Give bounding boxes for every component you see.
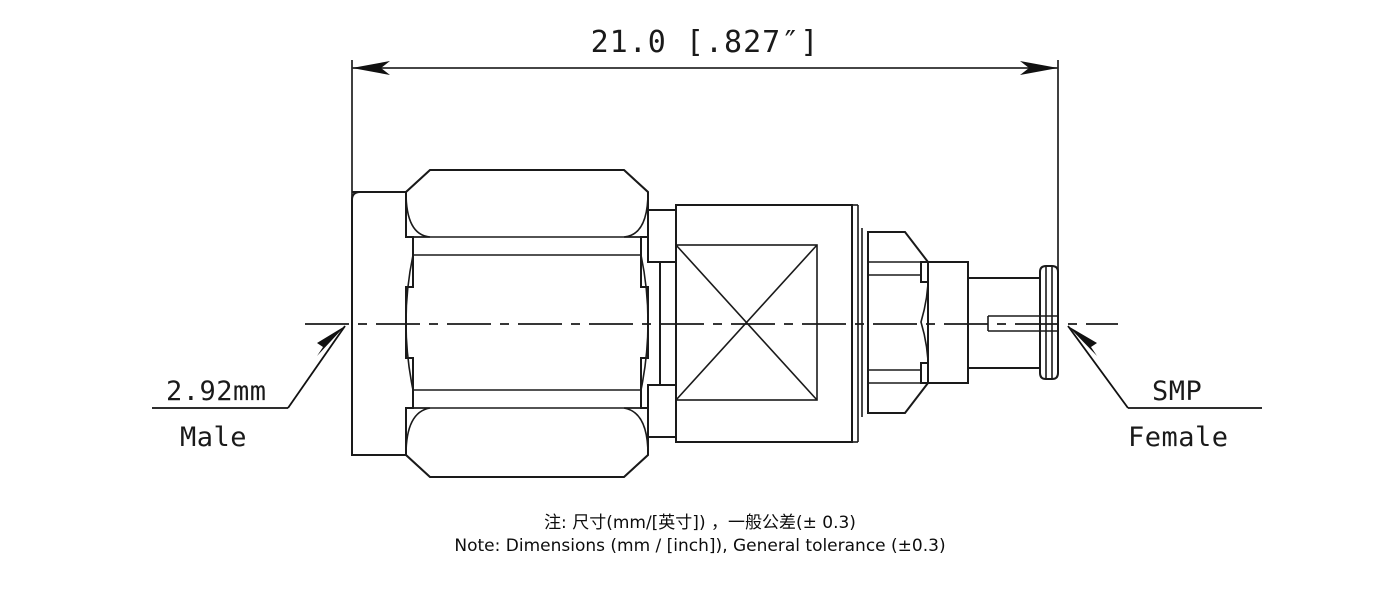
body-cross-diagonal-2 [675,244,818,401]
hex-bevel-bl [405,454,431,478]
body-square-face [675,244,818,401]
left-leader-arrow [317,326,345,356]
right-leader-arrow [1068,326,1097,356]
hex-barrel-left [405,254,414,391]
male-rear-shank-corner [351,191,360,456]
smp-collar [927,261,969,384]
smp-end-flange [1039,265,1059,380]
smp-barrel [967,277,1041,369]
hex-barrel-right [640,254,649,391]
transition-step-lower [647,384,677,438]
dimension-arrow-right [1020,61,1058,75]
right-callout-group: SMP Female [1067,325,1262,453]
left-label-line2: Male [180,422,247,453]
left-leader-line [287,325,346,409]
note-line-chinese: 注: 尺寸(mm/[英寸]) ，一般公差(± 0.3) [544,513,856,533]
right-label-line2: Female [1128,422,1229,453]
left-callout-group: 2.92mm Male [152,325,346,453]
smp-hex-nut [867,231,931,414]
dimension-label: 21.0 [.827″] [591,25,820,60]
note-line-english: Note: Dimensions (mm / [inch]), General … [454,536,946,557]
left-label-line1: 2.92mm [166,376,267,407]
right-label-line1: SMP [1152,376,1202,407]
hex-bevel-br [623,454,649,478]
hex-bevel-tl [405,169,431,193]
hex-bevel-tr [623,169,649,193]
right-leader-line [1067,325,1129,409]
transition-step-upper [647,209,677,263]
dimension-arrow-left [352,61,390,75]
dimension-group: 21.0 [.827″] [351,25,1059,292]
notes-block: 注: 尺寸(mm/[英寸]) ，一般公差(± 0.3) Note: Dimens… [0,512,1400,559]
